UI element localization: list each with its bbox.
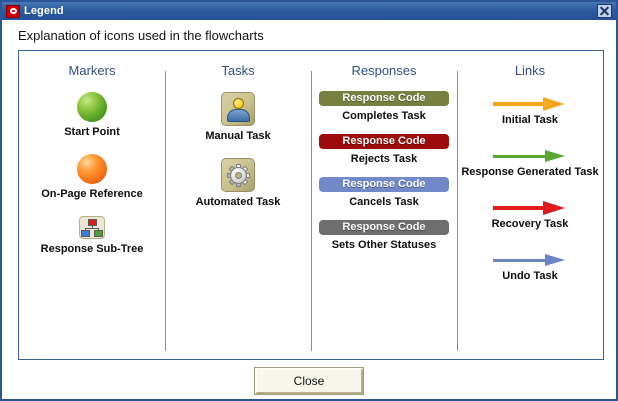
- legend-item-label: Rejects Task: [350, 153, 418, 165]
- legend-column-responses: Responses Response Code Completes Task R…: [311, 51, 457, 359]
- response-code-pill: Response Code: [319, 134, 449, 149]
- window-title: Legend: [24, 5, 64, 17]
- legend-column-links: Links Initial Task: [457, 51, 603, 359]
- gear-icon: [220, 158, 255, 192]
- legend-item-label: Undo Task: [502, 270, 558, 282]
- close-button[interactable]: Close: [254, 367, 364, 395]
- red-arrow-icon: [492, 200, 567, 216]
- legend-item-sets-other-statuses: Response Code Sets Other Statuses: [311, 220, 457, 251]
- green-arrow-icon: [492, 148, 567, 164]
- legend-item-label: Manual Task: [205, 130, 271, 142]
- legend-item-label: Initial Task: [501, 114, 559, 126]
- markers-items: Start Point On-Page Reference: [19, 88, 165, 271]
- legend-item-label: Automated Task: [195, 196, 281, 208]
- legend-panel: Markers Start Point On-Page Reference: [18, 50, 604, 360]
- legend-item-label: Response Sub-Tree: [40, 243, 144, 255]
- response-code-pill: Response Code: [319, 220, 449, 235]
- response-code-pill: Response Code: [319, 177, 449, 192]
- responses-items: Response Code Completes Task Response Co…: [311, 88, 457, 263]
- legend-item-start-point: Start Point: [64, 92, 120, 138]
- legend-item-manual-task: Manual Task: [205, 92, 271, 142]
- legend-item-label: Recovery Task: [491, 218, 569, 230]
- legend-item-cancels-task: Response Code Cancels Task: [311, 177, 457, 208]
- legend-item-undo-task: Undo Task: [493, 252, 567, 282]
- column-header-links: Links: [514, 63, 546, 78]
- close-icon[interactable]: [597, 4, 612, 18]
- column-header-markers: Markers: [68, 63, 116, 78]
- orange-arrow-icon: [493, 96, 567, 112]
- links-items: Initial Task Response Generated Task: [457, 88, 603, 304]
- dialog-subtitle: Explanation of icons used in the flowcha…: [18, 28, 264, 43]
- legend-item-label: On-Page Reference: [41, 188, 143, 200]
- oracle-logo-icon: [6, 4, 20, 18]
- legend-item-label: Sets Other Statuses: [331, 239, 437, 251]
- legend-column-tasks: Tasks Manual Task: [165, 51, 311, 359]
- response-code-pill: Response Code: [319, 91, 449, 106]
- dialog-footer: Close: [2, 367, 616, 395]
- tasks-items: Manual Task: [165, 88, 311, 224]
- legend-column-markers: Markers Start Point On-Page Reference: [19, 51, 165, 359]
- sub-tree-icon: [78, 216, 105, 239]
- legend-item-recovery-task: Recovery Task: [491, 200, 569, 230]
- legend-item-automated-task: Automated Task: [195, 158, 281, 208]
- legend-columns: Markers Start Point On-Page Reference: [19, 51, 603, 359]
- legend-item-label: Response Generated Task: [461, 166, 599, 178]
- green-sphere-icon: [77, 92, 107, 122]
- orange-sphere-icon: [76, 154, 107, 184]
- dialog-body: Explanation of icons used in the flowcha…: [2, 20, 616, 399]
- legend-item-completes-task: Response Code Completes Task: [311, 91, 457, 122]
- legend-item-rejects-task: Response Code Rejects Task: [311, 134, 457, 165]
- legend-item-initial-task: Initial Task: [493, 96, 567, 126]
- legend-item-response-generated-task: Response Generated Task: [461, 148, 599, 178]
- column-header-responses: Responses: [351, 63, 417, 78]
- legend-item-response-sub-tree: Response Sub-Tree: [40, 216, 144, 255]
- person-icon: [221, 92, 255, 126]
- blue-arrow-icon: [493, 252, 567, 268]
- column-header-tasks: Tasks: [221, 63, 255, 78]
- legend-item-on-page-reference: On-Page Reference: [41, 154, 143, 200]
- legend-item-label: Completes Task: [342, 110, 426, 122]
- legend-item-label: Start Point: [64, 126, 120, 138]
- title-bar: Legend: [2, 2, 616, 20]
- legend-item-label: Cancels Task: [349, 196, 419, 208]
